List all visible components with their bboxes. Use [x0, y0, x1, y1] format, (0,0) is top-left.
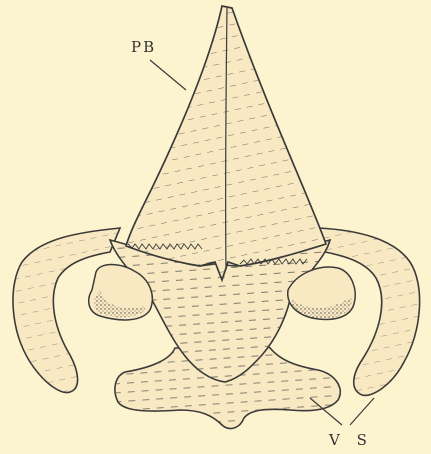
vs-label: V S: [329, 431, 373, 449]
vs-leader-line-right: [350, 398, 374, 425]
pb-leader-line: [150, 60, 186, 90]
pb-label: PB: [131, 38, 156, 56]
